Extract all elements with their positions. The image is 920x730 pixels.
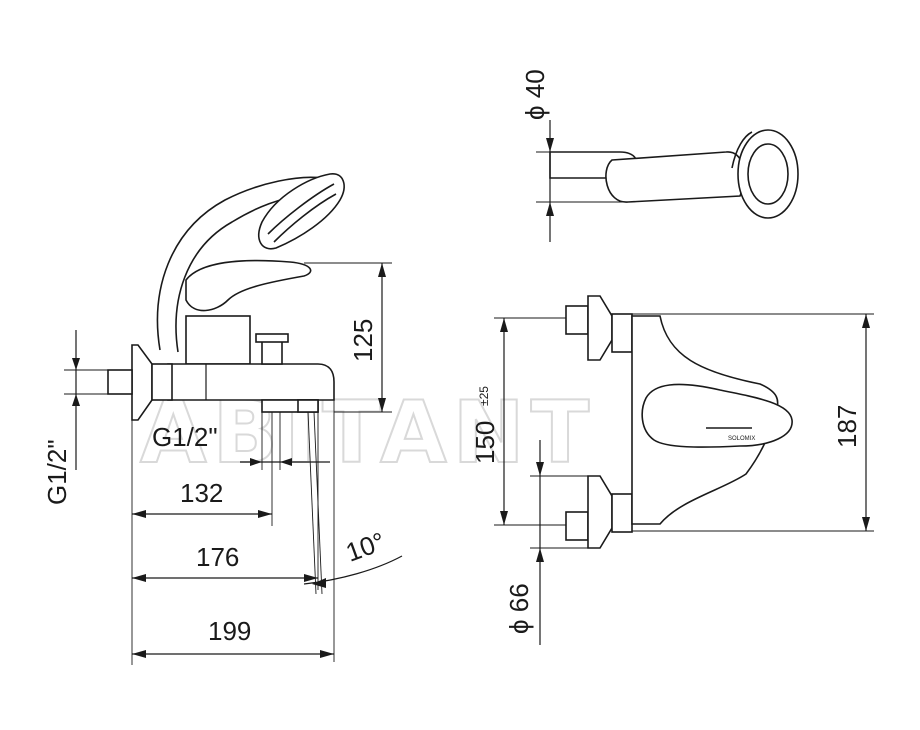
mixer-body-top	[185, 315, 251, 365]
dim-150-tolerance: ±25	[477, 386, 491, 406]
dim-132: 132	[180, 478, 223, 508]
holder-tube	[605, 151, 745, 203]
shower-head	[258, 173, 345, 250]
dim-199: 199	[208, 616, 251, 646]
pipe-connection	[107, 369, 133, 395]
top-inlet	[565, 305, 589, 335]
dim-g12-left: G1/2"	[42, 439, 72, 505]
front-view: SOLOMIX 150 ±25 187 ϕ 66	[470, 295, 874, 645]
dim-125: 125	[348, 319, 378, 362]
dim-176: 176	[196, 542, 239, 572]
lever-handle	[185, 259, 312, 312]
nut	[151, 363, 173, 401]
bottom-inlet	[565, 511, 589, 541]
dim-187: 187	[832, 405, 862, 448]
bottom-flange	[587, 475, 613, 549]
dim-10-degrees: 10°	[342, 526, 389, 568]
shower-hose	[156, 176, 323, 351]
top-flange	[587, 295, 613, 361]
shower-head-face	[267, 183, 335, 235]
side-view: G1/2" G1/2" 132 176 199 10°	[42, 173, 403, 665]
shower-holder-view: ϕ 40	[520, 69, 799, 242]
mixer-body	[167, 363, 335, 401]
dim-g12-center: G1/2"	[152, 422, 218, 452]
svg-text:SOLOMIX: SOLOMIX	[728, 436, 755, 442]
dim-phi-66: ϕ 66	[504, 583, 534, 634]
front-lever	[641, 383, 793, 448]
dim-150: 150	[470, 421, 500, 464]
dim-phi-40: ϕ 40	[520, 69, 550, 120]
